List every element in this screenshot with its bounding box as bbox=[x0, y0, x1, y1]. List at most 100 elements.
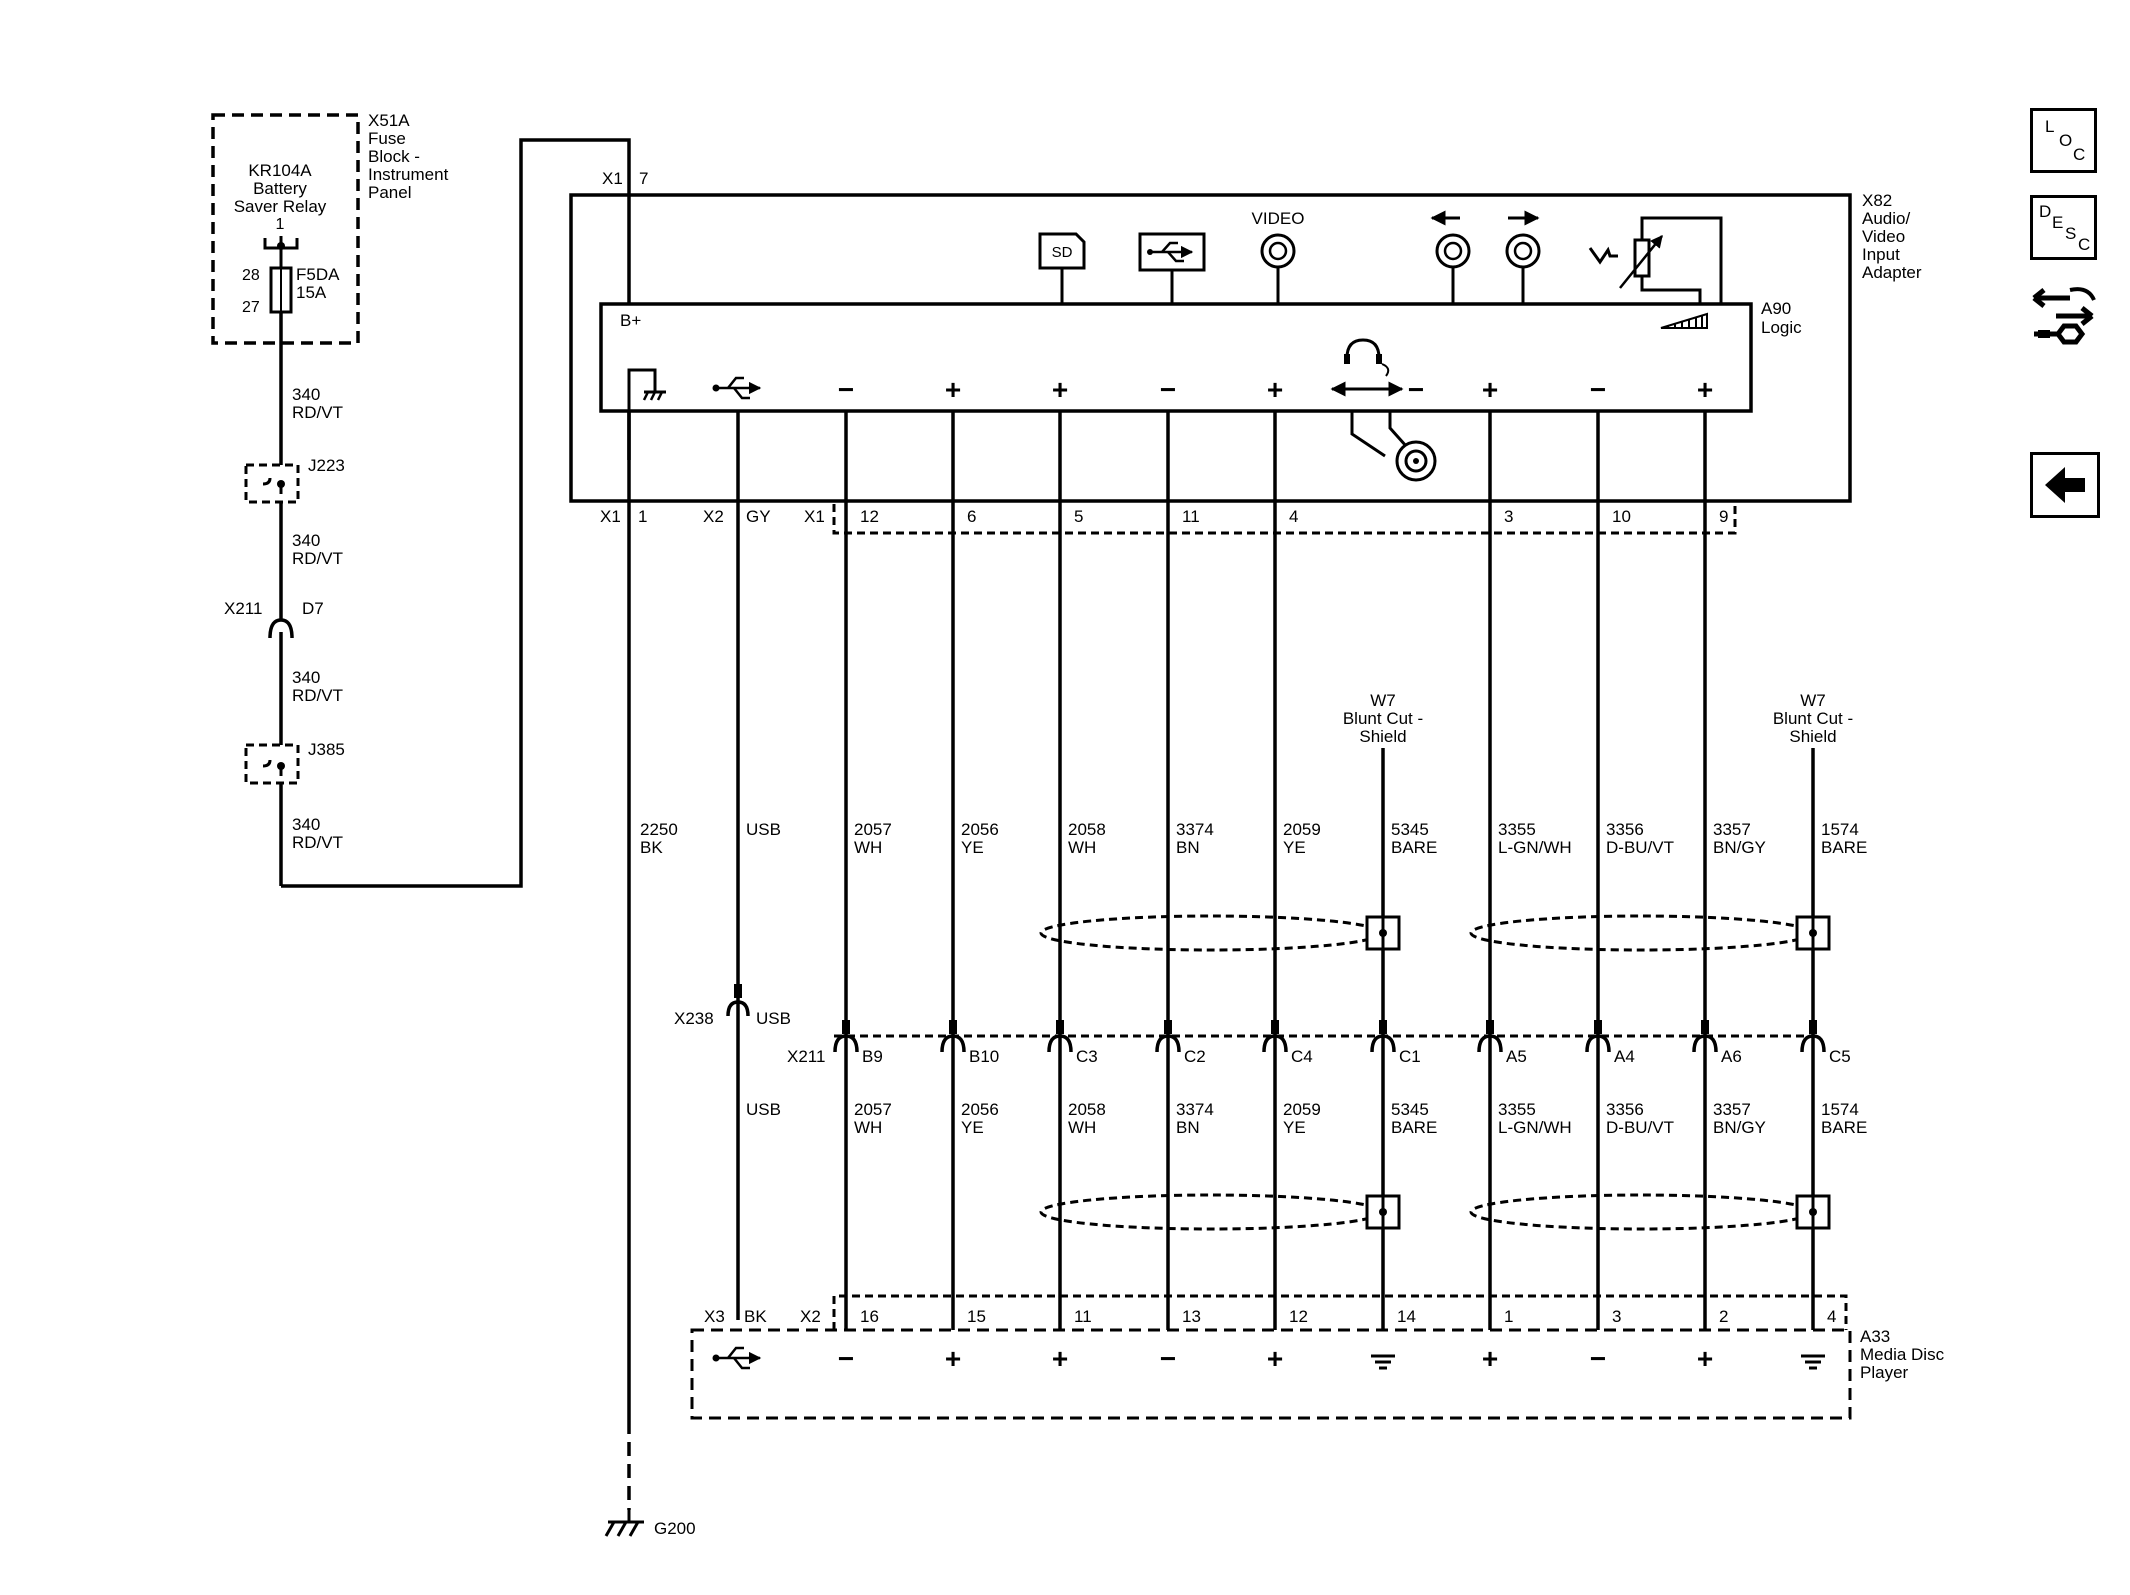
signal-wire-color: BN bbox=[1176, 838, 1200, 857]
shields: W7 Blunt Cut - Shield W7 Blunt Cut - Shi… bbox=[1039, 691, 1853, 1231]
inline-pin-marker bbox=[1594, 1020, 1602, 1034]
module-pin-polarity: − bbox=[838, 374, 854, 405]
connector-d7-label: D7 bbox=[302, 599, 324, 618]
signal-wire-color-lower: YE bbox=[961, 1118, 984, 1137]
signal-wire-num: 2057 bbox=[854, 820, 892, 839]
usb-symbol-icon bbox=[712, 376, 762, 400]
connector-repair-button[interactable] bbox=[2030, 278, 2100, 350]
module-name-line1: Audio/ bbox=[1862, 209, 1910, 228]
module-pin-number: 11 bbox=[1182, 507, 1200, 526]
desc-button[interactable]: D E S C bbox=[2030, 195, 2097, 260]
signal-wire-color: D-BU/VT bbox=[1606, 838, 1674, 857]
module-pins: −12+6+5−11+4+3−10+9 bbox=[838, 374, 1729, 526]
module-pin-polarity: + bbox=[1052, 374, 1068, 405]
video-label: VIDEO bbox=[1252, 209, 1305, 228]
inline-pin-marker bbox=[1271, 1020, 1279, 1034]
relay-ref: KR104A bbox=[248, 161, 312, 180]
module-name-line4: Adapter bbox=[1862, 263, 1922, 282]
signal-wire-num: 3357 bbox=[1713, 820, 1751, 839]
shield1-ref: W7 bbox=[1370, 691, 1396, 710]
back-button[interactable] bbox=[2030, 452, 2100, 518]
feed-wire-num-1: 340 bbox=[292, 385, 320, 404]
player-name-line1: Media Disc bbox=[1860, 1345, 1945, 1364]
signal-wire-color-lower: D-BU/VT bbox=[1606, 1118, 1674, 1137]
module-pin-number: 5 bbox=[1074, 507, 1083, 526]
feed-wire: 340 RD/VT J223 340 RD/VT X211 D7 340 RD/… bbox=[224, 138, 631, 888]
desc-letter-e: E bbox=[2052, 213, 2064, 232]
fuse-block-name-line3: Instrument bbox=[368, 165, 449, 184]
ground-wire-color: BK bbox=[640, 838, 663, 857]
fuse-rating: 15A bbox=[296, 283, 327, 302]
module-name-line2: Video bbox=[1862, 227, 1905, 246]
signal-wire-num: 5345 bbox=[1391, 820, 1429, 839]
inline-pin-marker bbox=[842, 1020, 850, 1034]
logic-ref: A90 bbox=[1761, 299, 1791, 318]
inline-pin-label: C4 bbox=[1291, 1047, 1313, 1066]
shield2-ref: W7 bbox=[1800, 691, 1826, 710]
usb-wire: USB X238 USB USB bbox=[674, 411, 791, 1320]
player-pin-polarity: − bbox=[1160, 1343, 1176, 1374]
inline-connector-cup bbox=[1585, 1034, 1611, 1053]
logic-name: Logic bbox=[1761, 318, 1802, 337]
inline-pin-label: C2 bbox=[1184, 1047, 1206, 1066]
module-pin-polarity: − bbox=[1160, 374, 1176, 405]
signal-wire-color-lower: WH bbox=[1068, 1118, 1096, 1137]
signal-wire-num-lower: 2057 bbox=[854, 1100, 892, 1119]
signal-wire-color-lower: BARE bbox=[1821, 1118, 1867, 1137]
feed-wire-color-3: RD/VT bbox=[292, 686, 343, 705]
x2-conn-label: X2 bbox=[703, 507, 724, 526]
media-disc-player: X3 BK X2 A33 Media Disc Player bbox=[690, 1294, 1945, 1420]
signal-wire-color-lower: BARE bbox=[1391, 1118, 1437, 1137]
inline-connector-cup bbox=[1155, 1034, 1181, 1053]
player-name-line2: Player bbox=[1860, 1363, 1909, 1382]
signal-wire-color: WH bbox=[854, 838, 882, 857]
inline-connector-cup bbox=[833, 1034, 859, 1053]
x3-pin-label: BK bbox=[744, 1307, 767, 1326]
player-pin-number: 11 bbox=[1074, 1307, 1092, 1326]
x1-top-pin: 7 bbox=[639, 169, 648, 188]
fuse-pin-bottom: 27 bbox=[242, 299, 260, 316]
player-pin-polarity: + bbox=[1052, 1343, 1068, 1374]
player-pin-polarity: − bbox=[838, 1343, 854, 1374]
loc-letter-l: L bbox=[2045, 117, 2055, 136]
module-connectors: X1 1 X2 GY X1 bbox=[600, 504, 1737, 535]
inline-pin-label: B9 bbox=[862, 1047, 883, 1066]
inline-pin-marker bbox=[1164, 1020, 1172, 1034]
inline-pin-label: A5 bbox=[1506, 1047, 1527, 1066]
module-pin-number: 4 bbox=[1289, 507, 1298, 526]
player-pin-number: 2 bbox=[1719, 1307, 1728, 1326]
x2-player-conn-label: X2 bbox=[800, 1307, 821, 1326]
relay-name-line1: Battery bbox=[253, 179, 307, 198]
player-pin-polarity: + bbox=[1697, 1343, 1713, 1374]
signal-wire-color: BN/GY bbox=[1713, 838, 1766, 857]
module-pin-polarity: + bbox=[1482, 374, 1498, 405]
player-pin-number: 15 bbox=[967, 1307, 986, 1326]
signal-wire-color-lower: WH bbox=[854, 1118, 882, 1137]
inline-pin-marker bbox=[1056, 1020, 1064, 1034]
ground-symbol-icon bbox=[627, 368, 666, 411]
module-pin-number: 6 bbox=[967, 507, 976, 526]
inline-pin-label: A6 bbox=[1721, 1047, 1742, 1066]
ground-g200-label: G200 bbox=[654, 1519, 696, 1538]
inline-pin-label: C1 bbox=[1399, 1047, 1421, 1066]
fuse-block-ref: X51A bbox=[368, 111, 410, 130]
signal-wire-num-lower: 3357 bbox=[1713, 1100, 1751, 1119]
shield-drain-dot bbox=[1379, 1208, 1387, 1216]
video-jack-icon: VIDEO bbox=[1252, 209, 1305, 304]
loc-letter-c: C bbox=[2073, 145, 2086, 164]
chassis-ground-icon bbox=[1371, 1354, 1395, 1370]
player-pin-number: 13 bbox=[1182, 1307, 1201, 1326]
inline-pin-marker bbox=[1379, 1020, 1387, 1034]
signal-wire-num-lower: 2058 bbox=[1068, 1100, 1106, 1119]
usb-port-icon bbox=[1138, 232, 1206, 304]
signal-wire-num-lower: 5345 bbox=[1391, 1100, 1429, 1119]
fuse-pin-top: 28 bbox=[242, 267, 260, 284]
player-pin-number: 1 bbox=[1504, 1307, 1513, 1326]
shield-drain-dot bbox=[1809, 929, 1817, 937]
inline-pin-label: A4 bbox=[1614, 1047, 1635, 1066]
relay-name-line2: Saver Relay bbox=[234, 197, 327, 216]
module-pin-polarity: + bbox=[1267, 374, 1283, 405]
signal-wire-num: 1574 bbox=[1821, 820, 1859, 839]
loc-button[interactable]: L O C bbox=[2030, 108, 2097, 173]
signal-wire-num: 2056 bbox=[961, 820, 999, 839]
